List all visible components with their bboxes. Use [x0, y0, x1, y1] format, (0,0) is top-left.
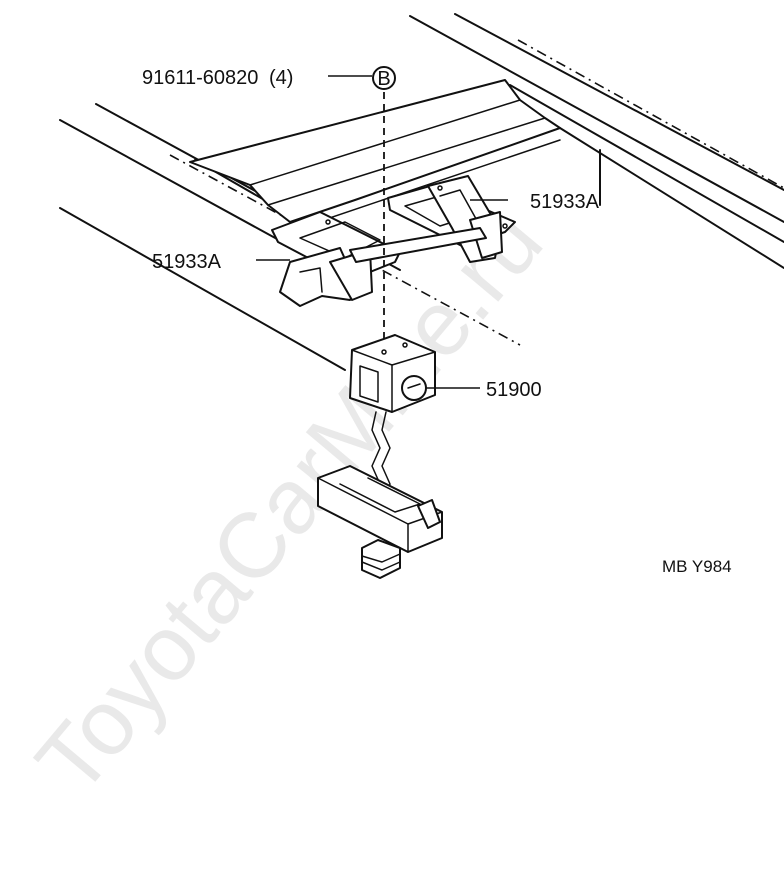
- ref-b-marker: B: [372, 66, 396, 90]
- ref-letter: B: [377, 68, 390, 90]
- hanger-bracket-left: [271, 211, 401, 307]
- leader-lines: [256, 75, 508, 389]
- hanger-bracket-right: [349, 175, 516, 263]
- tire-holder-plate: [317, 465, 443, 579]
- bolt-qty: (4): [269, 67, 293, 89]
- callout-hanger-right: 51933A: [530, 191, 600, 213]
- bolt-part-no: 91611-60820: [142, 67, 258, 89]
- circled-letter-icon: [372, 66, 396, 90]
- spare-tire-carrier: [349, 334, 436, 413]
- cross-member: [189, 79, 561, 229]
- figure-code: MB Y984: [662, 557, 732, 576]
- callout-hanger-left: 51933A: [152, 251, 222, 273]
- bolt-part-number: 91611-60820 (4): [142, 67, 293, 89]
- callout-carrier: 51900: [486, 379, 542, 401]
